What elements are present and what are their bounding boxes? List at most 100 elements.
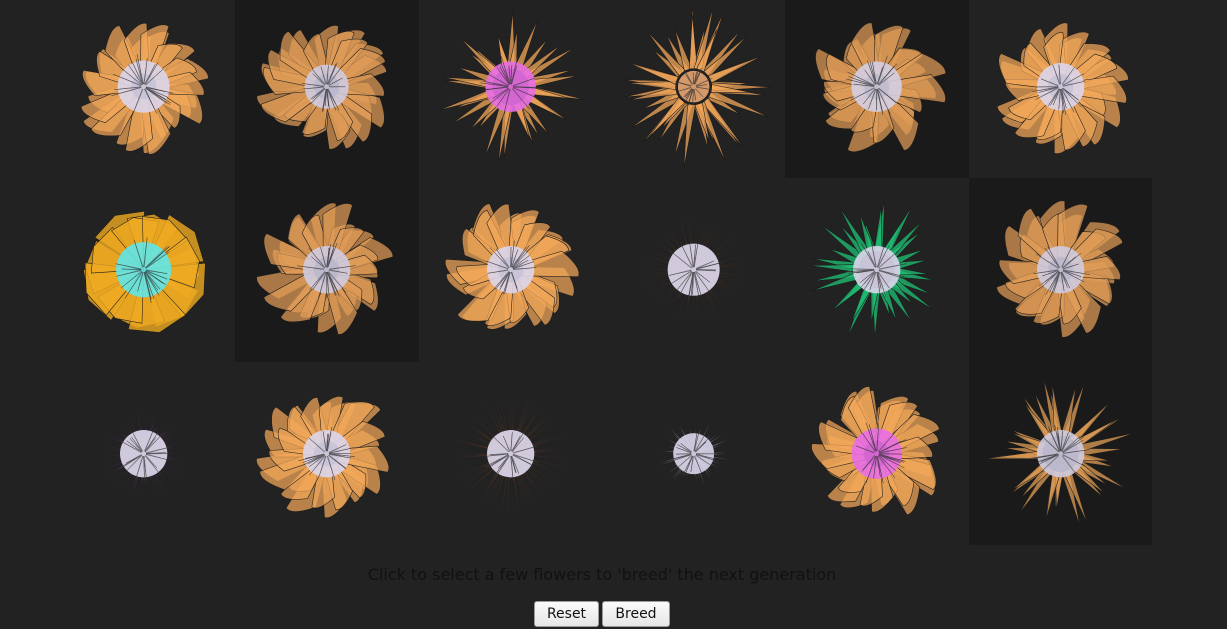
flower-cell[interactable] (419, 178, 602, 361)
center-spike (876, 272, 881, 298)
flower-cell[interactable] (235, 178, 419, 362)
flower-cell[interactable] (785, 362, 968, 545)
petal (323, 279, 359, 336)
petal (280, 31, 325, 83)
flower-center (298, 426, 356, 480)
flower-grid (52, 0, 1152, 545)
flower-cell[interactable] (419, 0, 602, 178)
center-spike (131, 436, 143, 452)
center-disc (486, 246, 534, 294)
center-spike (1035, 87, 1059, 100)
center-spike (329, 265, 357, 271)
center-spike (1047, 425, 1060, 452)
center-spike (510, 249, 518, 268)
center-spike (694, 69, 702, 85)
center-spike (878, 63, 898, 86)
flower-cell[interactable] (785, 0, 969, 179)
center-spike (685, 71, 693, 85)
flower-cell[interactable] (419, 362, 602, 545)
center-spike (144, 62, 159, 85)
center-disc (303, 429, 351, 477)
flower-cell[interactable] (235, 362, 418, 545)
flower-cell[interactable] (602, 178, 785, 361)
flower-cell[interactable] (52, 178, 235, 361)
center-spike (876, 89, 878, 111)
flower-cell[interactable] (235, 0, 419, 179)
flower (659, 423, 730, 484)
flower-cell[interactable] (968, 361, 1152, 545)
center-spike (856, 269, 875, 274)
petal (486, 204, 516, 260)
breed-button[interactable]: Breed (602, 601, 670, 627)
flower-cell[interactable] (785, 178, 968, 361)
center-spike (1038, 86, 1058, 93)
center-spike (329, 444, 347, 453)
center-spike (297, 265, 325, 271)
center-spike (329, 269, 348, 274)
center-spike (509, 64, 512, 85)
reset-button[interactable]: Reset (534, 601, 599, 627)
center-spike (511, 245, 530, 269)
flower-center (851, 422, 907, 483)
flower-cell[interactable] (969, 0, 1152, 178)
flower-center (484, 429, 539, 481)
flower-center (1030, 424, 1085, 477)
center-spike (863, 88, 876, 105)
center-spike (876, 455, 881, 477)
center-spike (1061, 88, 1074, 113)
center-spike (1062, 87, 1079, 100)
flower-cell[interactable] (602, 0, 785, 178)
center-spike (143, 455, 147, 481)
center-disc (303, 246, 351, 294)
center-spike (145, 270, 168, 280)
flower (996, 200, 1123, 338)
flower (99, 407, 187, 499)
center-spike (692, 89, 695, 103)
petal-group (450, 392, 571, 518)
center-spike (680, 442, 692, 453)
center-spike (1037, 454, 1059, 475)
flower-center (115, 238, 172, 304)
petal (143, 236, 200, 289)
center-spike (694, 88, 704, 97)
center-spike (693, 428, 700, 451)
center-spike (116, 270, 142, 277)
flower-cell[interactable] (52, 0, 235, 178)
center-spike (871, 242, 877, 268)
center-spike (689, 244, 694, 268)
center-spike (145, 69, 164, 86)
center-spike (848, 76, 875, 87)
center-spike (695, 441, 706, 452)
flower-center (675, 67, 713, 106)
center-spike (322, 89, 328, 112)
flower (257, 25, 388, 150)
center-spike (326, 247, 330, 268)
center-spike (512, 445, 539, 454)
center-spike (879, 453, 905, 463)
petal-group (257, 25, 388, 150)
center-spike (695, 262, 722, 270)
center-spike (862, 432, 876, 452)
flower (450, 392, 571, 518)
flower-cell[interactable] (968, 178, 1152, 362)
center-spike (484, 453, 508, 457)
flower-cell[interactable] (52, 362, 235, 545)
center-spike (684, 455, 694, 476)
petal (689, 14, 698, 70)
center-spike (510, 272, 518, 293)
center-spike (511, 88, 530, 110)
center-spike (145, 431, 165, 452)
center-spike (694, 434, 705, 452)
center-spike (312, 73, 326, 86)
center-spike (668, 270, 692, 286)
center-spike (146, 453, 167, 460)
center-spike (877, 88, 891, 115)
center-spike (327, 88, 340, 111)
center-spike (866, 455, 877, 483)
flower (444, 203, 579, 330)
flower-cell[interactable] (602, 362, 785, 545)
flower-center (1032, 63, 1085, 115)
petal (261, 84, 319, 123)
center-spike (677, 271, 693, 299)
center-spike (878, 87, 899, 105)
